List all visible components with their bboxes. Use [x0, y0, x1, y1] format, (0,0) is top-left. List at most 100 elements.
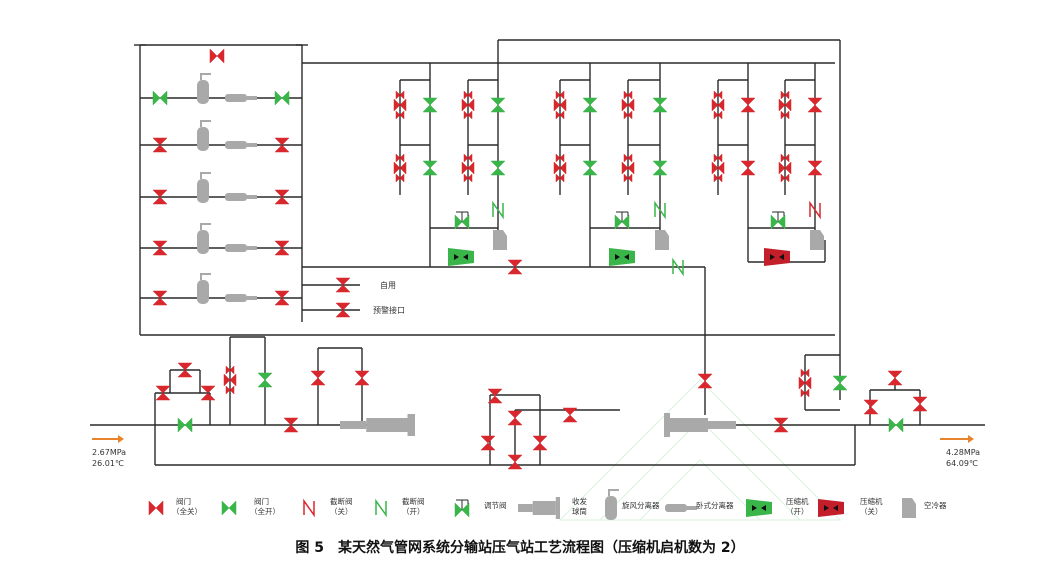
- valve-open-icon: [652, 97, 668, 113]
- valve-closed-icon: [778, 161, 792, 175]
- filter-separator-icon: [665, 504, 697, 512]
- valve-open-icon: [582, 97, 598, 113]
- cyclone-separator-icon: [197, 172, 211, 203]
- valve-open-icon: [152, 90, 168, 106]
- outlet-arrow-icon: [940, 435, 974, 443]
- cutoff-valve-open-icon: [654, 200, 666, 220]
- legend-valve-closed-l2: （全关）: [172, 506, 202, 516]
- valve-closed-icon: [532, 435, 548, 451]
- valve-closed-icon: [697, 373, 713, 389]
- figure-caption: 图 5 某天然气管网系统分输站压气站工艺流程图（压缩机启机数为 2）: [295, 539, 744, 556]
- valve-closed-icon: [463, 90, 473, 100]
- legend-pig-ball-l1: 收发: [572, 496, 587, 506]
- air-cooler-icon: [902, 498, 916, 518]
- pig-receiver-icon: [664, 413, 736, 437]
- outlet-pressure: 4.28MPa: [946, 448, 980, 457]
- valve-closed-icon: [621, 161, 635, 175]
- pipe-network: [90, 39, 985, 466]
- valve-closed-icon: [780, 110, 790, 120]
- filter-separator-icon: [225, 141, 257, 149]
- legend-cyclone-separator: 旋风分离器: [622, 500, 660, 510]
- valve-closed-icon: [713, 173, 723, 183]
- valve-closed-icon: [209, 48, 225, 64]
- valve-closed-icon: [225, 385, 235, 395]
- cyclone-separator-icon: [197, 223, 211, 254]
- valve-closed-icon: [713, 110, 723, 120]
- legend-filter-separator: 卧式分离器: [696, 500, 734, 510]
- valve-open-icon: [422, 97, 438, 113]
- cyclone-separator-icon: [197, 120, 211, 151]
- valve-closed-icon: [800, 368, 810, 378]
- valve-closed-icon: [152, 189, 168, 205]
- valve-closed-icon: [623, 153, 633, 163]
- valve-closed-icon: [393, 98, 407, 112]
- legend-regulating-valve: 调节阀: [484, 501, 507, 510]
- valve-closed-icon: [507, 410, 523, 426]
- cutoff-valve-open-icon: [492, 200, 504, 220]
- valve-closed-icon: [740, 97, 756, 113]
- valve-open-icon: [454, 214, 470, 230]
- valve-closed-icon: [711, 98, 725, 112]
- legend-cutoff-open-l2: （开）: [402, 507, 425, 516]
- valve-closed-icon: [507, 454, 523, 470]
- symbols-layer: [148, 48, 928, 520]
- valve-closed-icon: [148, 500, 164, 516]
- compressor-on-icon: [448, 248, 474, 266]
- filter-separator-icon: [225, 244, 257, 252]
- air-cooler-icon: [493, 230, 507, 250]
- valve-closed-icon: [807, 160, 823, 176]
- valve-open-icon: [652, 160, 668, 176]
- valve-closed-icon: [274, 189, 290, 205]
- valve-open-icon: [770, 214, 786, 230]
- valve-closed-icon: [310, 370, 326, 386]
- valve-closed-icon: [461, 161, 475, 175]
- valve-closed-icon: [780, 153, 790, 163]
- valve-open-icon: [582, 160, 598, 176]
- valve-closed-icon: [480, 435, 496, 451]
- valve-closed-icon: [487, 388, 503, 404]
- inlet-pressure: 2.67MPa: [92, 448, 126, 457]
- valve-closed-icon: [798, 376, 812, 390]
- valve-closed-icon: [912, 396, 928, 412]
- cyclone-separator-icon: [197, 273, 211, 304]
- valve-closed-icon: [225, 365, 235, 375]
- valve-closed-icon: [152, 137, 168, 153]
- valve-closed-icon: [863, 399, 879, 415]
- valve-open-icon: [454, 502, 470, 518]
- valve-closed-icon: [335, 302, 351, 318]
- valve-closed-icon: [393, 161, 407, 175]
- legend-cutoff-closed-l1: 截断阀: [330, 496, 353, 506]
- valve-closed-icon: [463, 110, 473, 120]
- valve-closed-icon: [621, 98, 635, 112]
- legend-air-cooler: 空冷器: [924, 500, 947, 510]
- valve-closed-icon: [555, 110, 565, 120]
- compressor-off-icon: [764, 248, 790, 266]
- valve-closed-icon: [274, 240, 290, 256]
- outlet-temperature: 64.09℃: [946, 459, 978, 468]
- valve-open-icon: [274, 90, 290, 106]
- cutoff-valve-open-icon: [672, 257, 684, 277]
- valve-closed-icon: [155, 385, 171, 401]
- valve-closed-icon: [461, 98, 475, 112]
- valve-open-icon: [490, 160, 506, 176]
- valve-closed-icon: [274, 290, 290, 306]
- legend-compressor-on-l1: 压缩机: [786, 496, 809, 506]
- warning-port-label: 预警接口: [373, 305, 405, 315]
- valve-closed-icon: [778, 98, 792, 112]
- legend-cutoff-closed-l2: （关）: [330, 506, 353, 516]
- pig-launcher-icon: [518, 497, 560, 519]
- valve-open-icon: [422, 160, 438, 176]
- valve-closed-icon: [555, 173, 565, 183]
- legend: 阀门 （全关） 阀门 （全开） 截断阀 （关） 截断阀 （开） 调节阀 收发 球…: [172, 496, 947, 516]
- pig-launcher-icon: [340, 414, 415, 436]
- valve-closed-icon: [274, 137, 290, 153]
- air-cooler-icon: [810, 230, 824, 250]
- valve-open-icon: [832, 375, 848, 391]
- valve-open-icon: [257, 372, 273, 388]
- air-cooler-icon: [655, 230, 669, 250]
- inlet-temperature: 26.01℃: [92, 459, 124, 468]
- valve-closed-icon: [623, 90, 633, 100]
- compressor-on-icon: [609, 248, 635, 266]
